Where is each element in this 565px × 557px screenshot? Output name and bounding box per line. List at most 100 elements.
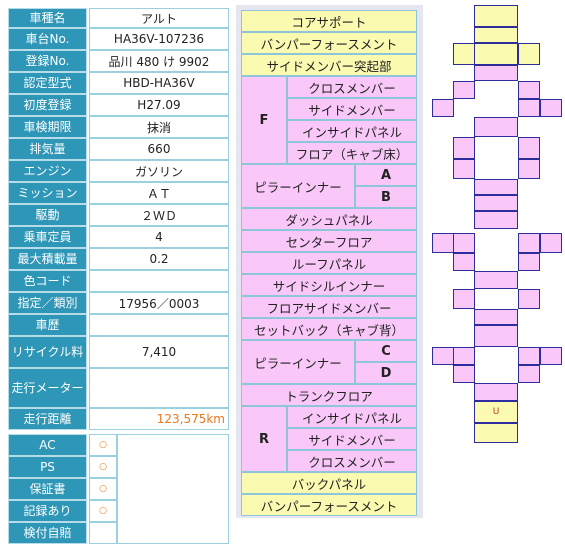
diagram-cell[interactable] (453, 347, 475, 365)
part-bumper-reinforcement-front[interactable]: バンパーフォースメント (241, 32, 417, 54)
diagram-cell[interactable] (518, 233, 540, 253)
diagram-cell[interactable] (474, 271, 518, 289)
spec-value: 4 (89, 226, 229, 248)
diagram-cell[interactable] (453, 233, 475, 253)
part-pillar-inner-rear[interactable]: ピラーインナー (241, 340, 355, 384)
spec-value: H27.09 (89, 94, 229, 116)
diagram-cell[interactable] (453, 365, 475, 383)
pillar-d[interactable]: D (355, 362, 417, 384)
spec-label: 初度登録 (8, 94, 87, 116)
diagram-cell[interactable] (474, 383, 518, 401)
diagram-cell[interactable] (474, 43, 518, 65)
spec-value: アルト (89, 8, 229, 28)
spec-value: 0.2 (89, 248, 229, 270)
diagram-cell[interactable] (540, 99, 562, 117)
part-dash-panel[interactable]: ダッシュパネル (241, 208, 417, 230)
spec-value: ガソリン (89, 160, 229, 182)
diagram-cell[interactable] (453, 43, 475, 65)
spec-value (89, 368, 229, 408)
part-roof-panel[interactable]: ルーフパネル (241, 252, 417, 274)
diagram-cell[interactable] (474, 401, 518, 423)
diagram-cell[interactable] (474, 211, 518, 229)
spec-label: 最大積載量 (8, 248, 87, 270)
part-core-support[interactable]: コアサポート (241, 10, 417, 32)
diagram-cell[interactable] (518, 289, 540, 309)
part-front-cross-member[interactable]: クロスメンバー (287, 76, 417, 98)
part-rear-inside-panel[interactable]: インサイドパネル (287, 406, 417, 428)
spec-label: 認定型式 (8, 72, 87, 94)
option-label: 記録あり (8, 500, 87, 522)
spec-label: 走行メーター (8, 368, 87, 408)
diagram-cell[interactable] (474, 195, 518, 211)
part-front-side-member[interactable]: サイドメンバー (287, 98, 417, 120)
spec-value (89, 270, 229, 292)
part-center-floor[interactable]: センターフロア (241, 230, 417, 252)
part-pillar-inner-front[interactable]: ピラーインナー (241, 164, 355, 208)
diagram-cell[interactable] (432, 233, 454, 253)
spec-label: 登録No. (8, 50, 87, 72)
spec-label: 車検期限 (8, 116, 87, 138)
part-floor-cab[interactable]: フロア（キャブ床） (287, 142, 417, 164)
diagram-cell[interactable] (518, 99, 540, 117)
diagram-cell[interactable] (453, 159, 475, 179)
diagram-cell[interactable] (518, 159, 540, 179)
diagram-cell[interactable] (518, 137, 540, 159)
option-mark: ○ (89, 434, 117, 456)
spec-value: ２ＷＤ (89, 204, 229, 226)
diagram-cell[interactable] (453, 81, 475, 99)
spec-value (89, 314, 229, 336)
rear-section-label: R (241, 406, 287, 472)
options-notes-area (117, 434, 229, 544)
diagram-cell[interactable] (474, 179, 518, 195)
part-back-panel[interactable]: バックパネル (241, 472, 417, 494)
diagram-cell[interactable] (453, 137, 475, 159)
diagram-cell[interactable] (474, 5, 518, 27)
pillar-a[interactable]: A (355, 164, 417, 186)
pillar-b[interactable]: B (355, 186, 417, 208)
diagram-cell[interactable] (518, 253, 540, 271)
spec-label: 車種名 (8, 8, 87, 28)
option-mark (89, 522, 117, 544)
spec-label: 色コード (8, 270, 87, 292)
part-rear-side-member[interactable]: サイドメンバー (287, 428, 417, 450)
part-rear-cross-member[interactable]: クロスメンバー (287, 450, 417, 472)
option-label: PS (8, 456, 87, 478)
diagram-cell[interactable] (474, 27, 518, 43)
spec-label: 乗車定員 (8, 226, 87, 248)
spec-label: 駆動 (8, 204, 87, 226)
diagram-cell[interactable] (474, 309, 518, 325)
diagram-cell[interactable] (453, 289, 475, 309)
spec-label: 排気量 (8, 138, 87, 160)
part-floor-side-member[interactable]: フロアサイドメンバー (241, 296, 417, 318)
pillar-c[interactable]: C (355, 340, 417, 362)
part-trunk-floor[interactable]: トランクフロア (241, 384, 417, 406)
diagram-cell[interactable] (432, 99, 454, 117)
part-side-member-tip[interactable]: サイドメンバー突起部 (241, 54, 417, 76)
part-bumper-reinforcement-rear[interactable]: バンパーフォースメント (241, 494, 417, 516)
diagram-cell[interactable] (518, 347, 540, 365)
spec-value: 品川 480 け 9902 (89, 50, 229, 72)
spec-label: 走行距離 (8, 408, 87, 430)
part-side-sill-inner[interactable]: サイドシルインナー (241, 274, 417, 296)
diagram-cell[interactable] (540, 347, 562, 365)
diagram-cell[interactable] (474, 65, 518, 81)
spec-label: ミッション (8, 182, 87, 204)
spec-value: HA36V-107236 (89, 28, 229, 50)
spec-value: 抹消 (89, 116, 229, 138)
diagram-cell[interactable] (518, 365, 540, 383)
diagram-cell[interactable] (540, 233, 562, 253)
diagram-cell[interactable] (518, 81, 540, 99)
diagram-cell[interactable] (453, 253, 475, 271)
diagram-cell[interactable] (474, 423, 518, 443)
spec-label: 車台No. (8, 28, 87, 50)
spec-label: エンジン (8, 160, 87, 182)
diagram-cell[interactable] (432, 347, 454, 365)
diagram-cell[interactable] (474, 325, 518, 347)
spec-value: 7,410 (89, 336, 229, 368)
diagram-u-mark: U (492, 407, 500, 417)
part-setback[interactable]: セットバック（キャブ背） (241, 318, 417, 340)
diagram-cell[interactable] (518, 43, 540, 65)
option-label: AC (8, 434, 87, 456)
diagram-cell[interactable] (474, 117, 518, 137)
part-front-inside-panel[interactable]: インサイドパネル (287, 120, 417, 142)
